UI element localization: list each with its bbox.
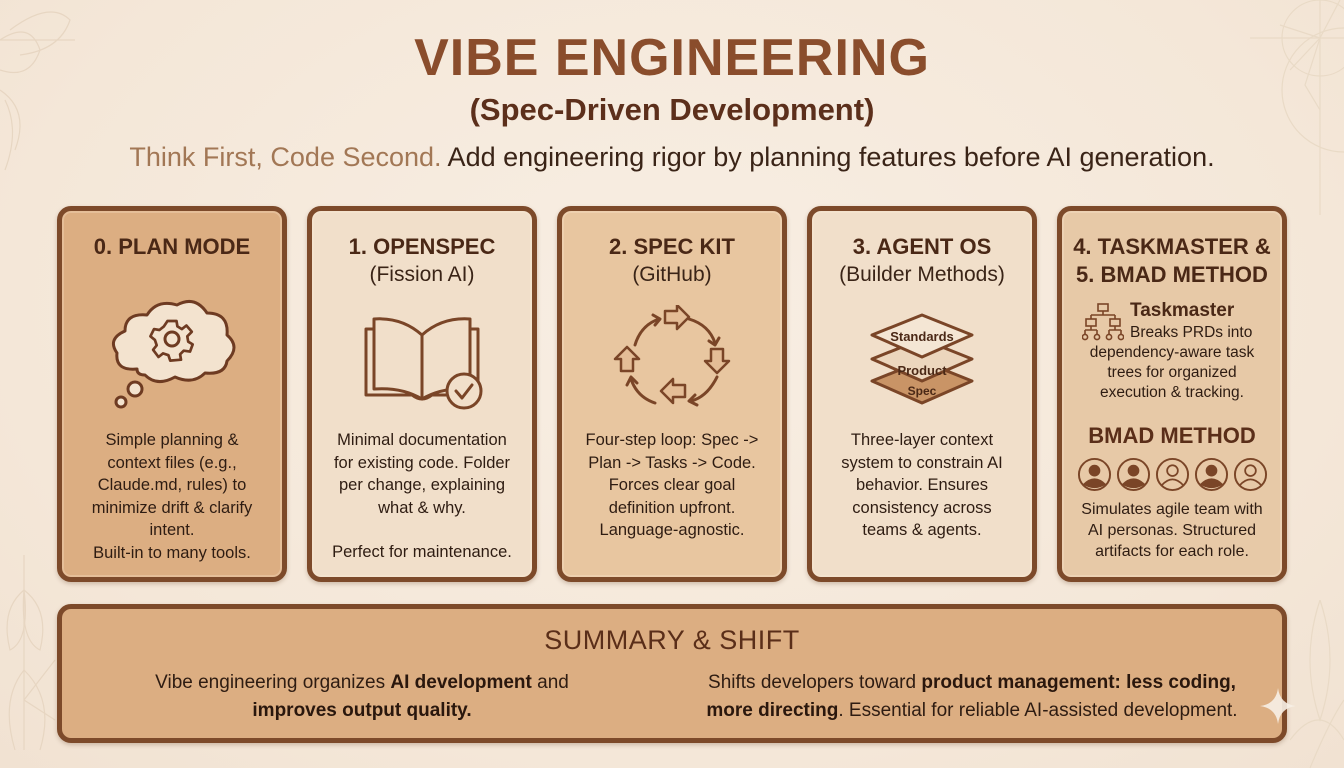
card-line: Three-layer context [850,431,994,449]
card-line: behavior. Ensures [855,476,989,494]
layer-stack-icon: Standards Product Spec [870,313,974,405]
card-heading-line2: 5. BMAD METHOD [1076,262,1268,287]
card-line: Plan -> Tasks -> Code. [588,453,756,472]
card-line: Minimal documentation [337,431,507,449]
card-line: teams & agents. [862,521,982,539]
layer-label-product: Product [897,363,947,378]
card-line: per change, explaining [338,476,506,494]
open-book-check-icon [364,317,483,410]
card-taskmaster-bmad: 4. TASKMASTER & 5. BMAD METHOD Taskmaste… [1057,206,1287,582]
card-line: execution & tracking. [1100,384,1244,401]
emphasis: product management: less coding, [921,672,1236,693]
card-subheading: (Builder Methods) [839,263,1005,286]
tagline-accent: Think First, Code Second. [129,142,442,172]
card-line: for existing code. Folder [333,453,511,472]
card-heading: 1. OPENSPEC [348,234,496,259]
page-title: VIBE ENGINEERING [414,29,930,87]
card-description: Minimal documentation for existing code.… [320,429,524,564]
summary-left: Vibe engineering organizes AI developmen… [102,669,622,725]
summary-panel: SUMMARY & SHIFT Vibe engineering organiz… [57,604,1287,743]
card-line: consistency across [852,498,992,517]
floral-decoration-bottom-left [6,555,56,751]
card-line: Perfect for maintenance. [332,543,512,561]
summary-right-line2: more directing. Essential for reliable A… [672,697,1272,725]
page-subtitle: (Spec-Driven Development) [469,92,875,127]
summary-heading: SUMMARY & SHIFT [544,625,800,655]
card-heading: 3. AGENT OS [852,234,992,259]
layer-label-standards: Standards [890,329,954,344]
persona-outline-icon [1155,457,1189,492]
card-line: context files (e.g., [107,453,237,472]
summary-right: Shifts developers toward product managem… [672,669,1272,725]
card-openspec: 1. OPENSPEC (Fission AI) Minimal documen… [307,206,537,582]
card-line: Language-agnostic. [599,521,745,539]
persona-filled-icon [1116,457,1150,492]
text: . Essential for reliable AI-assisted dev… [838,700,1238,721]
text: Vibe engineering organizes [155,672,391,693]
taskmaster-description: dependency-aware task trees for organize… [1068,343,1276,403]
card-line: Four-step loop: Spec -> [585,431,759,449]
card-subheading: (Fission AI) [369,263,475,286]
cycle-arrows-icon [613,305,731,407]
card-description: Three-layer context system to constrain … [820,429,1024,542]
card-line: Simulates agile team with [1081,501,1263,518]
card-line: Forces clear goal [608,476,736,494]
card-line: intent. [149,521,195,539]
text: Shifts developers toward [708,672,922,693]
card-line: Built-in to many tools. [93,543,251,562]
taskmaster-title: Taskmaster [1130,300,1235,321]
layer-label-spec: Spec [908,384,937,398]
card-subheading: (GitHub) [632,263,712,286]
card-heading-line1: 4. TASKMASTER & [1073,234,1271,259]
persona-filled-icon [1077,457,1111,492]
persona-row [1062,457,1282,492]
tagline: Think First, Code Second. Add engineerin… [0,142,1344,173]
summary-left-line2: improves output quality. [102,697,622,725]
card-description: Four-step loop: Spec -> Plan -> Tasks ->… [570,429,774,542]
card-agent-os: 3. AGENT OS (Builder Methods) Standards … [807,206,1037,582]
emphasis: AI development [390,672,532,693]
taskmaster-section: Taskmaster Breaks PRDs into dependency-a… [1068,299,1276,403]
card-spacer [320,519,524,541]
persona-outline-icon [1233,457,1267,492]
emphasis: more directing [706,700,839,721]
card-line: Simple planning & [105,431,239,449]
sparkle-icon [1260,688,1296,724]
summary-left-line1: Vibe engineering organizes AI developmen… [102,669,622,697]
card-plan-mode: 0. PLAN MODE Simple planning & context f… [57,206,287,582]
bmad-title: BMAD METHOD [1088,423,1256,448]
floral-decoration-bottom-right [1290,600,1344,768]
hierarchy-tree-icon [1082,303,1124,341]
card-line: what & why. [378,498,466,517]
card-line: Claude.md, rules) to [97,476,247,494]
persona-filled-icon [1194,457,1228,492]
card-spec-kit: 2. SPEC KIT (GitHub) Four-step loop: Spe… [557,206,787,582]
thought-cloud-gear-icon [111,299,236,409]
card-line: system to constrain AI [841,453,1003,472]
card-line: AI personas. Structured [1087,522,1257,539]
card-line: dependency-aware task [1089,344,1255,361]
taskmaster-line-first: Breaks PRDs into [1130,324,1253,341]
card-line: trees for organized [1107,364,1237,381]
card-description: Simple planning & context files (e.g., C… [70,429,274,564]
card-heading: 2. SPEC KIT [609,234,735,259]
emphasis: improves output quality. [252,700,472,721]
card-line: minimize drift & clarify [91,498,253,517]
tagline-rest: Add engineering rigor by planning featur… [441,142,1215,172]
card-heading: 0. PLAN MODE [93,234,251,259]
bmad-description: Simulates agile team with AI personas. S… [1066,499,1278,562]
summary-right-line1: Shifts developers toward product managem… [672,669,1272,697]
card-line: artifacts for each role. [1095,543,1249,560]
card-line: definition upfront. [608,498,736,517]
text: and [531,672,569,693]
